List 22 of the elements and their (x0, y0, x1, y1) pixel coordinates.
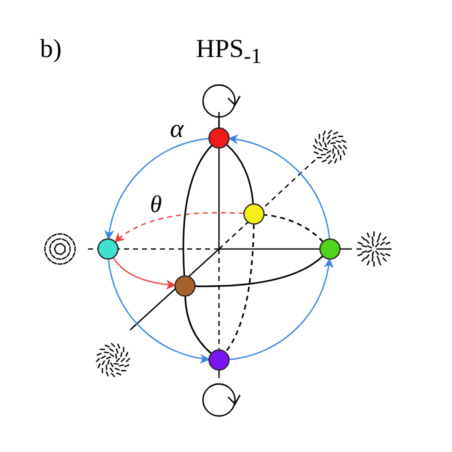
state-dot (208, 349, 230, 371)
arrow (108, 258, 210, 364)
angle-symbol: α (170, 114, 184, 144)
state-dot (208, 127, 230, 149)
meridian-line (195, 255, 324, 288)
arrow (228, 134, 330, 240)
state-dot (243, 203, 265, 225)
state-dot (319, 238, 341, 260)
panel-title: HPS$_{-1}$ (196, 34, 262, 70)
meridian-line (264, 214, 324, 242)
arrow (114, 212, 244, 243)
panel-letter: b) (40, 34, 62, 64)
state-dot (97, 238, 119, 260)
arrow (112, 257, 176, 290)
meridian-line (226, 144, 254, 204)
angle-symbol: θ (150, 192, 162, 219)
meridian-line (182, 144, 213, 276)
meridian-line (224, 224, 255, 353)
arrow (228, 258, 334, 360)
arrow (104, 138, 210, 240)
meridian-line (184, 296, 212, 354)
state-dot (174, 275, 196, 297)
